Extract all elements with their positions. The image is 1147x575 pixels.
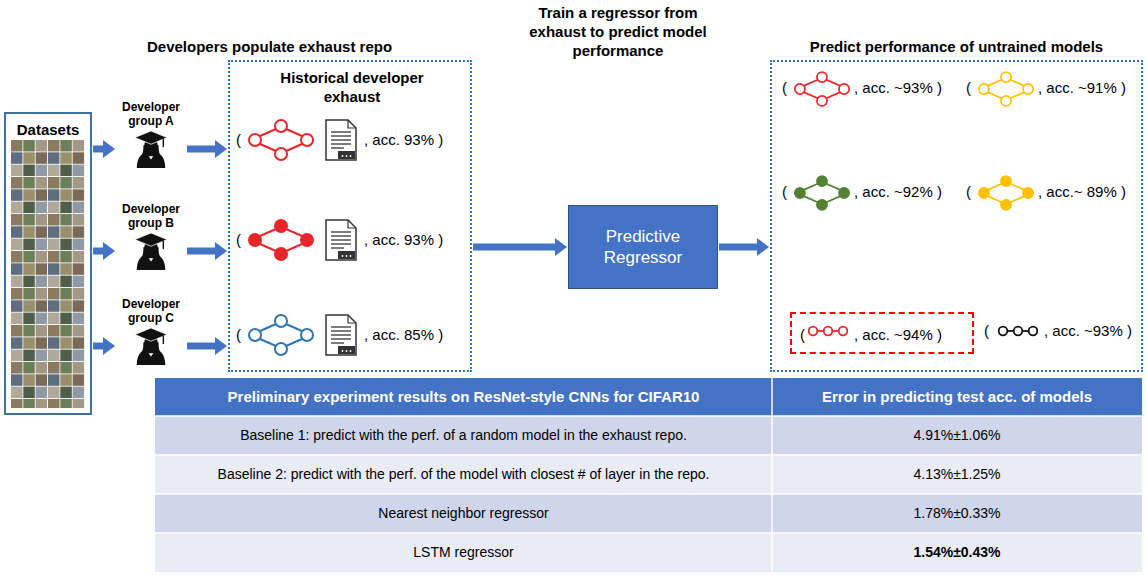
developer-group: Developer group B: [116, 202, 186, 272]
developer-group: Developer group A: [116, 100, 186, 170]
flow-arrow: [93, 337, 115, 355]
tuple-accuracy: , acc. ~93% ): [1044, 321, 1132, 341]
table-cell: LSTM regressor: [155, 533, 772, 572]
developer-group: Developer group C: [116, 297, 186, 367]
table-cell: 1.54%±0.43%: [772, 533, 1142, 572]
arrow-head: [103, 337, 115, 355]
flow-arrow: [93, 140, 115, 158]
table-header: [155, 378, 1142, 416]
arrow-shaft: [187, 248, 216, 255]
model-graph: [809, 327, 848, 336]
dataset-thumbnails: [11, 140, 85, 408]
dataset-box: Datasets: [4, 112, 92, 415]
tuple-accuracy: , acc. ~91% ): [1038, 78, 1126, 98]
tuple-accuracy: , acc. 85% ): [364, 325, 443, 345]
table-cell: 4.13%±1.25%: [772, 455, 1142, 494]
table-cell: Baseline 2: predict with the perf. of th…: [155, 455, 772, 494]
arrow-shaft: [473, 244, 556, 251]
tuple-bracket: (: [782, 182, 787, 202]
regressor-box: Predictive Regressor: [568, 205, 718, 289]
table-row: [155, 416, 1142, 455]
table-header-cell: Preliminary experiment results on ResNet…: [155, 378, 772, 416]
log-icon: [326, 315, 356, 355]
flow-arrow: [187, 242, 227, 260]
model-graph: [795, 176, 849, 210]
arrow-shaft: [187, 146, 216, 153]
step-title: Developers populate exhaust repo: [147, 37, 392, 56]
group-name: Developer group B: [116, 202, 186, 230]
flow-arrow: [473, 238, 567, 256]
arrow-shaft: [719, 244, 758, 251]
developer-icon: [135, 233, 167, 270]
arrow-shaft: [93, 146, 104, 153]
log-icon: [326, 220, 356, 260]
developer-icon: [135, 131, 167, 168]
tuple-accuracy: , acc. 93% ): [364, 130, 443, 150]
exhaust-repo: Developers populate exhaust repoHistoric…: [228, 60, 472, 372]
group-name: Developer group A: [116, 100, 186, 128]
developer-icon: [135, 328, 167, 365]
table-cell: 4.91%±1.06%: [772, 416, 1142, 455]
table-cell: Baseline 1: predict with the perf. of a …: [155, 416, 772, 455]
flow-arrow: [93, 242, 115, 260]
flow-arrow: [719, 238, 769, 256]
tuple-accuracy: , acc. ~93% ): [854, 78, 942, 98]
model-graph: [249, 315, 313, 355]
tuple-bracket: (: [966, 78, 971, 98]
arrow-head: [757, 238, 769, 256]
arrow-head: [555, 238, 567, 256]
tuple-bracket: (: [236, 230, 241, 250]
step-title: Train a regressor from exhaust to predic…: [508, 3, 728, 60]
table-row: [155, 455, 1142, 494]
model-graph: [979, 72, 1033, 106]
table-cell: Nearest neighbor regressor: [155, 494, 772, 533]
tuple-bracket: (: [966, 182, 971, 202]
arrow-shaft: [93, 343, 104, 350]
table-header-cell: Error in predicting test acc. of models: [772, 378, 1142, 416]
tuple-bracket: (: [800, 325, 805, 345]
table-row: [155, 533, 1142, 572]
highlight-box: ( , acc. ~94% ): [790, 312, 974, 354]
box-title: Historical developer exhaust: [272, 68, 432, 106]
tuple-accuracy: , acc. ~92% ): [854, 182, 942, 202]
developer-icons: [135, 131, 167, 365]
arrow-shaft: [93, 248, 104, 255]
box-title: Predictive Regressor: [569, 206, 717, 288]
arrow-head: [215, 337, 227, 355]
tuple-bracket: (: [782, 78, 787, 98]
flow-arrow: [187, 140, 227, 158]
model-graph: [979, 176, 1033, 210]
repo-models: [249, 120, 356, 355]
step-title: Predict performance of untrained models: [772, 37, 1141, 56]
tuple-bracket: (: [984, 321, 989, 341]
log-icon: [326, 120, 356, 160]
table-row: [155, 494, 1142, 533]
model-graph: [249, 120, 313, 160]
model-graph: [999, 327, 1038, 336]
flow-arrow: [187, 337, 227, 355]
tuple-accuracy: , acc.~ 89% ): [1038, 182, 1126, 202]
predicted-models: [795, 72, 1037, 335]
box-title: Datasets: [6, 120, 90, 139]
model-graph: [795, 72, 849, 106]
results-table: [155, 378, 1142, 572]
tuple-bracket: (: [236, 130, 241, 150]
tuple-accuracy: , acc. 93% ): [364, 230, 443, 250]
model-graph: [249, 220, 313, 260]
group-name: Developer group C: [116, 297, 186, 325]
table-cell: 1.78%±0.33%: [772, 494, 1142, 533]
arrow-head: [103, 140, 115, 158]
arrow-head: [215, 140, 227, 158]
tuple-bracket: (: [236, 325, 241, 345]
arrow-head: [215, 242, 227, 260]
arrow-shaft: [187, 343, 216, 350]
arrow-head: [103, 242, 115, 260]
tuple-accuracy: , acc. ~94% ): [854, 325, 942, 345]
